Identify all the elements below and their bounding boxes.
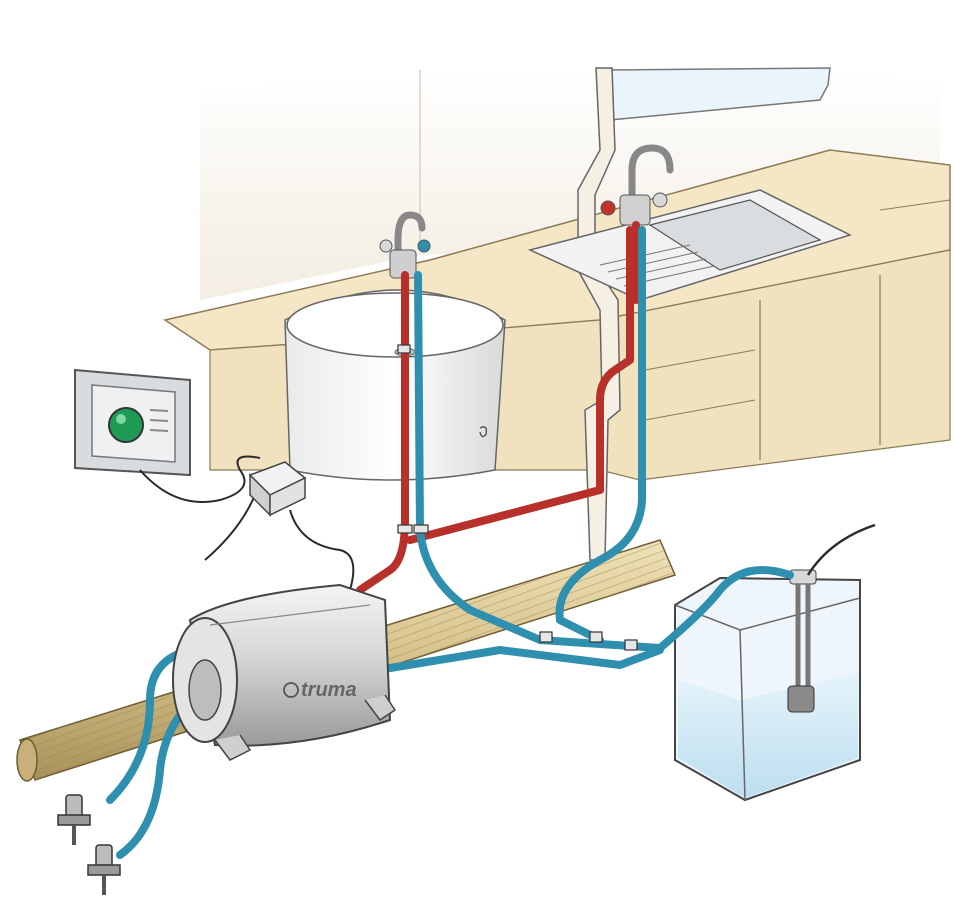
bathroom-faucet: [379, 211, 431, 279]
water-tank: [674, 569, 861, 802]
drain-valve-2: [87, 844, 121, 895]
pump-cable: [806, 523, 876, 576]
control-panel: [74, 368, 191, 477]
hot-water-pipe: [356, 221, 640, 594]
pipe-clamps: [397, 344, 638, 651]
truma-logo: truma: [283, 679, 357, 701]
control-panel-icon: [74, 368, 191, 477]
water-tank-icon: [674, 569, 861, 802]
control-cable: [139, 455, 355, 591]
drain-valve-icon: [87, 844, 121, 895]
water-heater: truma: [172, 583, 397, 761]
faucet-icon: [600, 144, 674, 226]
faucet-icon: [379, 211, 431, 279]
kitchen-faucet: [600, 144, 674, 226]
drain-valve-1: [57, 794, 91, 845]
junction-box: [248, 461, 307, 517]
bathroom-basin: [284, 289, 506, 481]
junction-box-icon: [248, 461, 307, 517]
drain-valve-icon: [57, 794, 91, 845]
brand-label: truma: [301, 679, 357, 701]
